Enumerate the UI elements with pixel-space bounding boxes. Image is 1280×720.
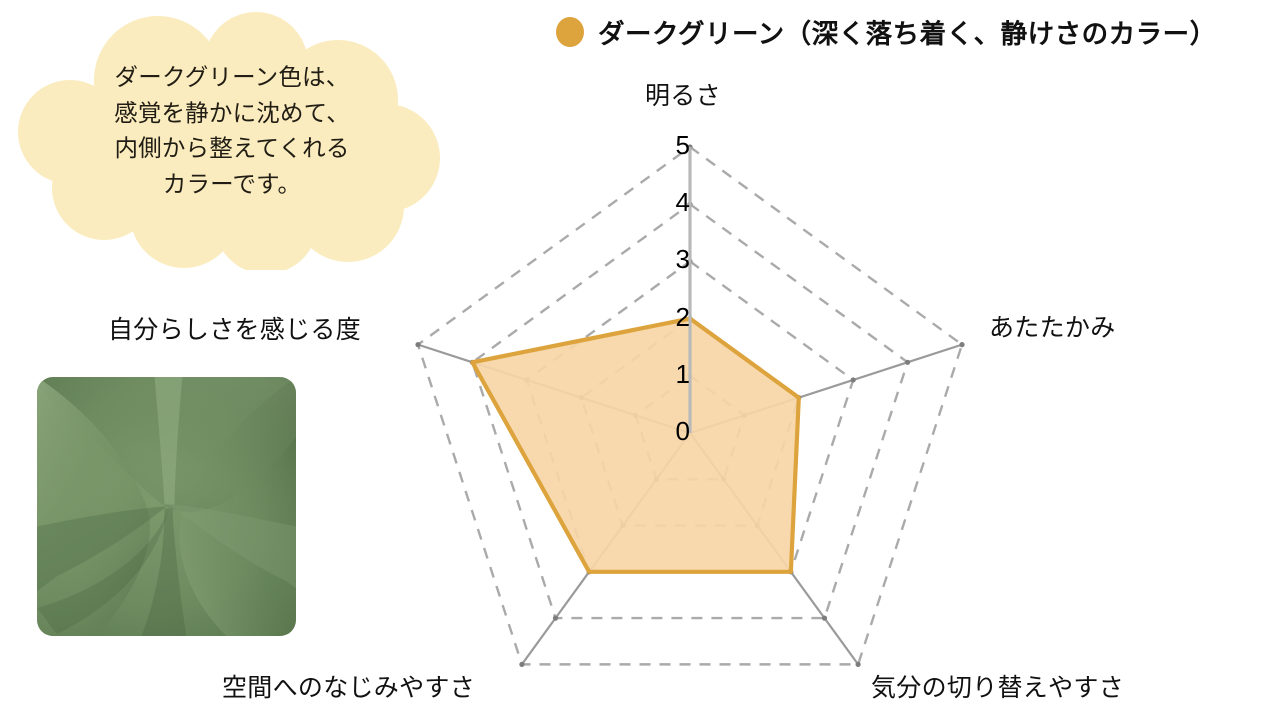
radar-tick-label-1: 1	[675, 358, 690, 389]
radar-tick-label-3: 3	[675, 244, 690, 275]
radar-tick-label-0: 0	[675, 416, 690, 446]
radar-axis-label-mood-switch: 気分の切り替えやすさ	[871, 674, 1125, 702]
radar-tick-label-2: 2	[675, 301, 690, 332]
speech-bubble: ダークグリーン色は、 感覚を静かに沈めて、 内側から整えてくれる カラーです。	[8, 8, 454, 270]
radar-chart: 0 1 2 3 4 5	[380, 60, 1020, 720]
radar-axis-label-space-fit: 空間へのなじみやすさ	[222, 674, 476, 702]
radar-series-polygon	[470, 316, 801, 574]
speech-bubble-text: ダークグリーン色は、 感覚を静かに沈めて、 内側から整えてくれる カラーです。	[114, 64, 350, 198]
radar-axis-label-self-expression: 自分らしさを感じる度	[108, 316, 362, 344]
radar-axis-label-brightness: 明るさ	[645, 82, 721, 110]
legend-label: ダークグリーン（深く落ち着く、静けさのカラー）	[598, 19, 1217, 49]
dark-green-fabric-swatch	[37, 377, 296, 636]
legend-marker-dot-icon	[556, 16, 584, 47]
cloud-shape-icon	[18, 12, 440, 270]
radar-tick-label-4: 4	[675, 187, 690, 218]
radar-axis-label-warmth: あたたかみ	[989, 314, 1116, 342]
radar-tick-label-5: 5	[675, 130, 690, 160]
chart-legend: ダークグリーン（深く落ち着く、静けさのカラー）	[556, 12, 1217, 51]
